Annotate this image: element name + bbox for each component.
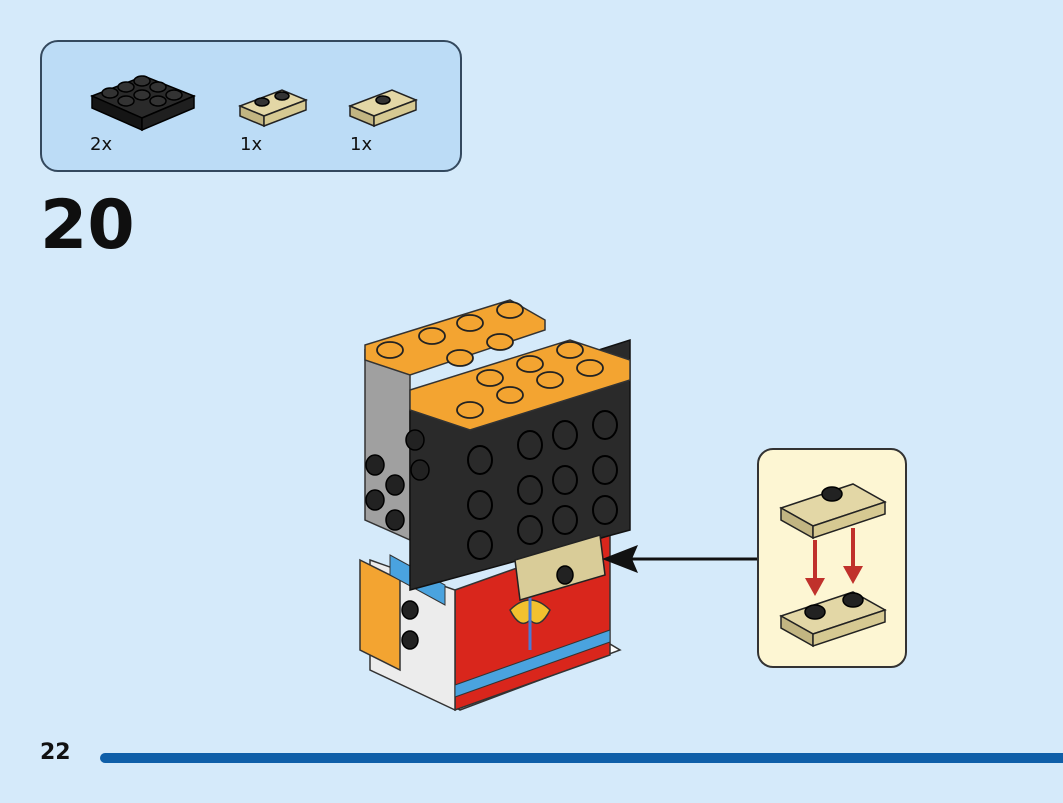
progress-bar	[100, 753, 1063, 763]
tan-plate-1x2-icon	[238, 89, 308, 128]
sub-assembly-diagram	[779, 483, 887, 648]
tan-jumper-plate-icon	[348, 89, 418, 128]
parts-list-panel: 2x 1x 1x	[40, 40, 462, 172]
assembly-arrow-icon	[602, 545, 758, 573]
brickheadz-model-illustration	[359, 299, 631, 712]
part-qty: 1x	[350, 134, 373, 155]
step-number: 20	[40, 186, 135, 265]
sub-assembly-callout	[757, 448, 907, 668]
part-qty: 2x	[90, 134, 113, 155]
black-plate-2x4-icon	[90, 75, 196, 132]
page-number: 22	[40, 740, 71, 765]
part-qty: 1x	[240, 134, 263, 155]
